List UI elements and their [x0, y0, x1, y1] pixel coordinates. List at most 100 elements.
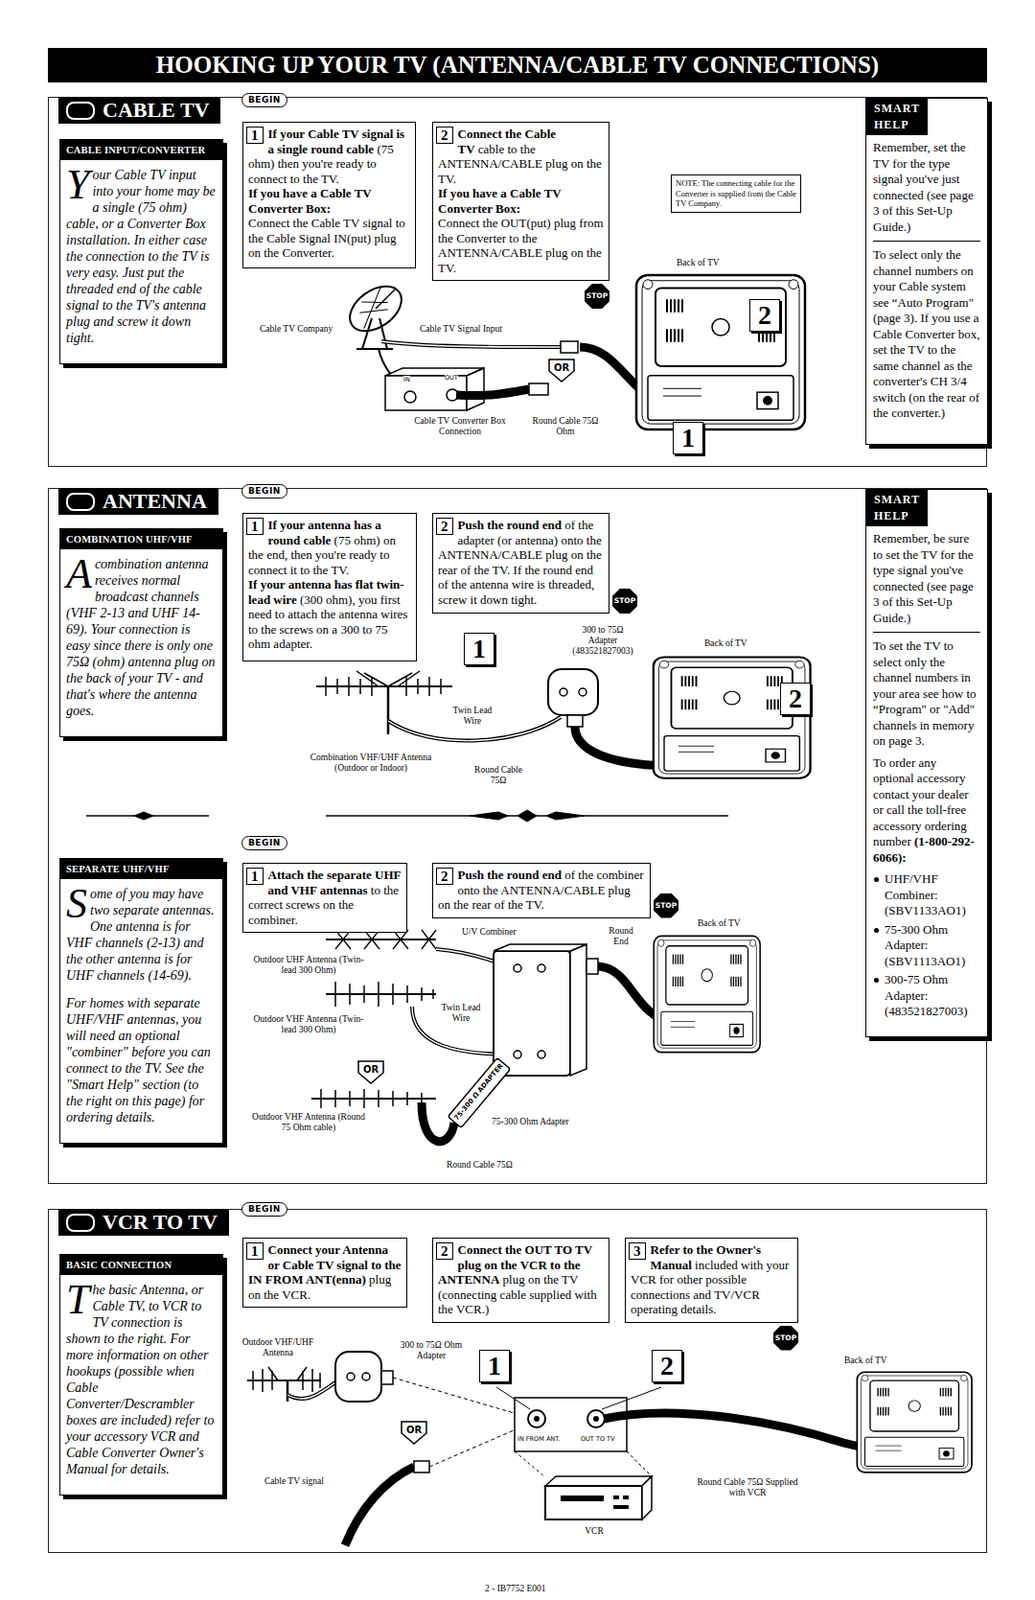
- intro-heading: SEPARATE UHF/VHF: [60, 858, 223, 879]
- or-marker: OR: [360, 1063, 382, 1076]
- step-number: 2: [436, 517, 454, 535]
- adapter: [381, 1370, 393, 1384]
- vcr: [642, 1475, 652, 1519]
- stop-sign: STOP: [773, 1325, 799, 1351]
- intro-heading: CABLE INPUT/CONVERTER: [60, 139, 223, 161]
- part-label: Round Cable 75Ω Supplied with VCR: [694, 1476, 801, 1498]
- twin-lead-wire: [287, 1381, 336, 1399]
- paragraph: Remember, set the TV for the type signal…: [873, 139, 981, 235]
- vhf-round-antenna: [311, 1088, 437, 1108]
- separator-rule: [517, 809, 537, 822]
- vcr-jack-panel: [533, 1415, 540, 1422]
- help-heading: SMART HELP: [866, 98, 928, 136]
- separator-rule: [86, 809, 729, 822]
- stop-sign: STOP: [612, 588, 638, 614]
- help-heading: SMART HELP: [866, 489, 928, 527]
- part-label: VCR: [579, 1525, 609, 1537]
- separator-rule: [134, 811, 154, 820]
- body-text: Connect the OUT(put) plug from the Conve…: [437, 215, 604, 276]
- paragraph: If your antenna has flat twin-lead wire(…: [248, 576, 412, 652]
- vcr-jack-panel: [514, 1450, 652, 1477]
- signal-cable: [381, 341, 561, 347]
- part-label: Twin Lead Wire: [448, 705, 497, 727]
- part-label: Cable TV Converter Box Connection: [412, 415, 508, 437]
- body-text: To set the TV to select only the channel…: [873, 638, 977, 748]
- begin-tag: BEGIN: [241, 1201, 288, 1217]
- intro-box: SEPARATE UHF/VHF Some of you may have two…: [59, 857, 224, 1144]
- round-cable: [456, 389, 529, 396]
- part-label: Cable TV Signal Input: [418, 323, 504, 335]
- paragraph: For homes with separate UHF/VHF antennas…: [66, 994, 217, 1126]
- body-text: Push the round end: [458, 867, 563, 882]
- smart-help-box: SMART HELPRemember, set the TV for the t…: [865, 97, 989, 445]
- part-label: Outdoor VHF Antenna (Round 75 Ohm cable): [251, 1111, 367, 1133]
- vhf-round-antenna: [321, 1088, 422, 1108]
- callout-number: 2: [651, 1349, 683, 1382]
- part-label: Back of TV: [696, 918, 742, 929]
- vcr: [560, 1495, 604, 1501]
- section-panel: CABLE TV CABLE INPUT/CONVERTER Your Cable …: [47, 96, 988, 467]
- separator-rule: [469, 811, 508, 820]
- vcr: [545, 1485, 643, 1519]
- body-text: If you have a Cable TV Converter Box:: [248, 185, 371, 216]
- body-text: NOTE: The connecting cable for the Conve…: [675, 178, 797, 208]
- combination-antenna: [387, 686, 391, 735]
- tv-back: [653, 657, 811, 779]
- part-label: 75-300 Ohm Adapter: [490, 1116, 571, 1127]
- step-number: 1: [246, 517, 264, 535]
- part-label: Combination VHF/UHF Antenna (Outdoor or …: [299, 752, 443, 774]
- step-number: 3: [628, 1242, 646, 1260]
- cable-connector: [414, 1460, 430, 1472]
- step-number: 1: [246, 126, 264, 144]
- callout-number: 2: [749, 299, 781, 332]
- vhf-antenna: [325, 992, 437, 995]
- intro-box: COMBINATION UHF/VHF A combination antenna…: [59, 528, 224, 737]
- smart-help-box: SMART HELPRemember, be sure to set the T…: [865, 488, 989, 1037]
- paragraph: A combination antenna receives normal br…: [66, 555, 217, 719]
- uv-combiner: [493, 943, 598, 1076]
- combination-antenna: [356, 670, 420, 687]
- separator-rule: [546, 811, 585, 820]
- body-text: Your Cable TV input into your home may b…: [66, 167, 216, 345]
- satellite-dish: [375, 289, 395, 309]
- vcr: [545, 1475, 652, 1519]
- paragraph: To order any optional accessory contact …: [873, 755, 981, 867]
- paragraph: The basic Antenna, or Cable TV, to VCR t…: [66, 1281, 217, 1477]
- section-heading: CABLE TV: [58, 96, 221, 124]
- vhf-antenna: [325, 981, 437, 1007]
- part-label: U/V Combiner: [460, 926, 518, 938]
- step-box: 2Connect the Cable TVcable to the ANTENN…: [432, 121, 610, 281]
- paragraph: Some of you may have two separate antenn…: [66, 885, 217, 984]
- paragraph: To set the TV to select only the channel…: [873, 631, 981, 750]
- adapter: [548, 668, 598, 727]
- round-cable: [421, 1102, 455, 1142]
- paragraph: 75-300 Ohm Adapter: (SBV1113AO1): [873, 921, 981, 970]
- note-box: NOTE: The connecting cable for the Conve…: [670, 174, 802, 213]
- stop-sign: STOP: [653, 893, 679, 919]
- callout-number: 1: [479, 1349, 510, 1382]
- body-text: If you have a Cable TV Converter Box:: [437, 185, 561, 216]
- part-label: Back of TV: [703, 638, 749, 649]
- paragraph: Connect the OUT(put) plug from the Conve…: [437, 215, 604, 276]
- part-label: Round Cable 75Ω Ohm: [531, 415, 599, 437]
- paragraph: Connect the Cable TV signal to the Cable…: [248, 215, 411, 261]
- intro-box: CABLE INPUT/CONVERTER Your Cable TV input…: [59, 138, 224, 365]
- part-label: Cable TV Company: [258, 323, 334, 335]
- or-marker: OR: [403, 1424, 425, 1436]
- step-box: 1If your antenna has a round cable(75 oh…: [242, 512, 417, 662]
- vhf-antenna: [335, 981, 434, 1007]
- body-text: Connect the Cable TV signal to the Cable…: [248, 215, 406, 260]
- converter-box: [404, 391, 416, 403]
- signal-cable: [560, 341, 578, 353]
- vcr-jack-panel: [528, 1409, 546, 1427]
- twin-lead-wire: [287, 1381, 336, 1399]
- uv-combiner: [570, 943, 587, 1076]
- body-text: The basic Antenna, or Cable TV, to VCR t…: [66, 1282, 214, 1476]
- adapter: [335, 1351, 382, 1402]
- round-cable: [529, 383, 549, 395]
- step-box: 2Connect the OUT TO TV plug on the VCR t…: [432, 1237, 610, 1323]
- paragraph: To select only the channel numbers on yo…: [873, 240, 981, 422]
- tv-back: [653, 935, 760, 1052]
- body-text: To select only the channel numbers on yo…: [873, 247, 981, 420]
- intro-heading: COMBINATION UHF/VHF: [60, 529, 223, 550]
